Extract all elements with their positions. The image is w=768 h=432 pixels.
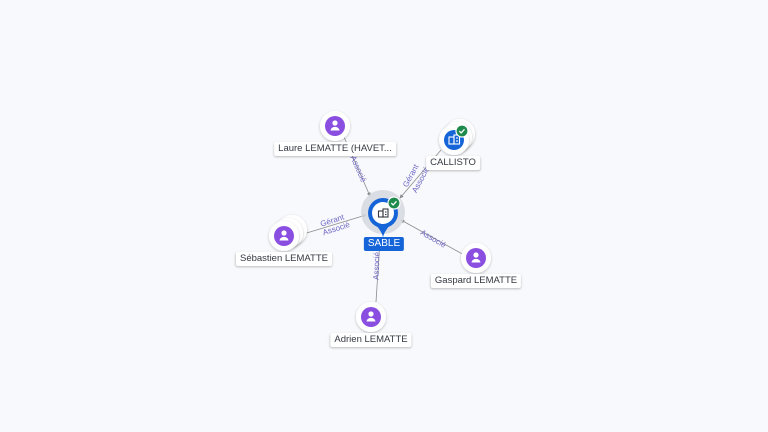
- company-node-callisto[interactable]: [439, 119, 475, 155]
- person-node-gaspard[interactable]: [461, 243, 491, 273]
- edge-sebastien-sable[interactable]: [299, 214, 367, 236]
- verified-check-icon: [387, 196, 401, 210]
- verified-check-icon: [455, 124, 469, 138]
- building-icon: [448, 134, 461, 145]
- building-icon: [377, 208, 389, 218]
- person-node-laure[interactable]: [320, 111, 350, 141]
- person-icon: [330, 120, 340, 131]
- person-label-gaspard[interactable]: Gaspard LEMATTE: [430, 274, 522, 288]
- center-node-sable[interactable]: [361, 190, 405, 238]
- person-node-sebastien[interactable]: [269, 215, 307, 251]
- edge-label-adrien-associe: Associé: [372, 251, 382, 280]
- company-label-callisto[interactable]: CALLISTO: [426, 156, 480, 170]
- edge-gaspard-sable[interactable]: [400, 219, 467, 257]
- edge-label-laure-associe: Associé: [348, 154, 368, 184]
- person-label-adrien[interactable]: Adrien LEMATTE: [330, 333, 412, 347]
- person-icon: [366, 311, 376, 322]
- person-icon: [471, 252, 481, 263]
- edge-label-gaspard-associe: Associé: [419, 228, 448, 250]
- person-node-adrien[interactable]: [356, 302, 386, 332]
- person-label-sebastien[interactable]: Sébastien LEMATTE: [235, 252, 333, 266]
- center-label-sable[interactable]: SABLE: [363, 237, 405, 251]
- person-icon: [279, 230, 289, 241]
- person-label-laure[interactable]: Laure LEMATTE (HAVET...: [274, 142, 396, 156]
